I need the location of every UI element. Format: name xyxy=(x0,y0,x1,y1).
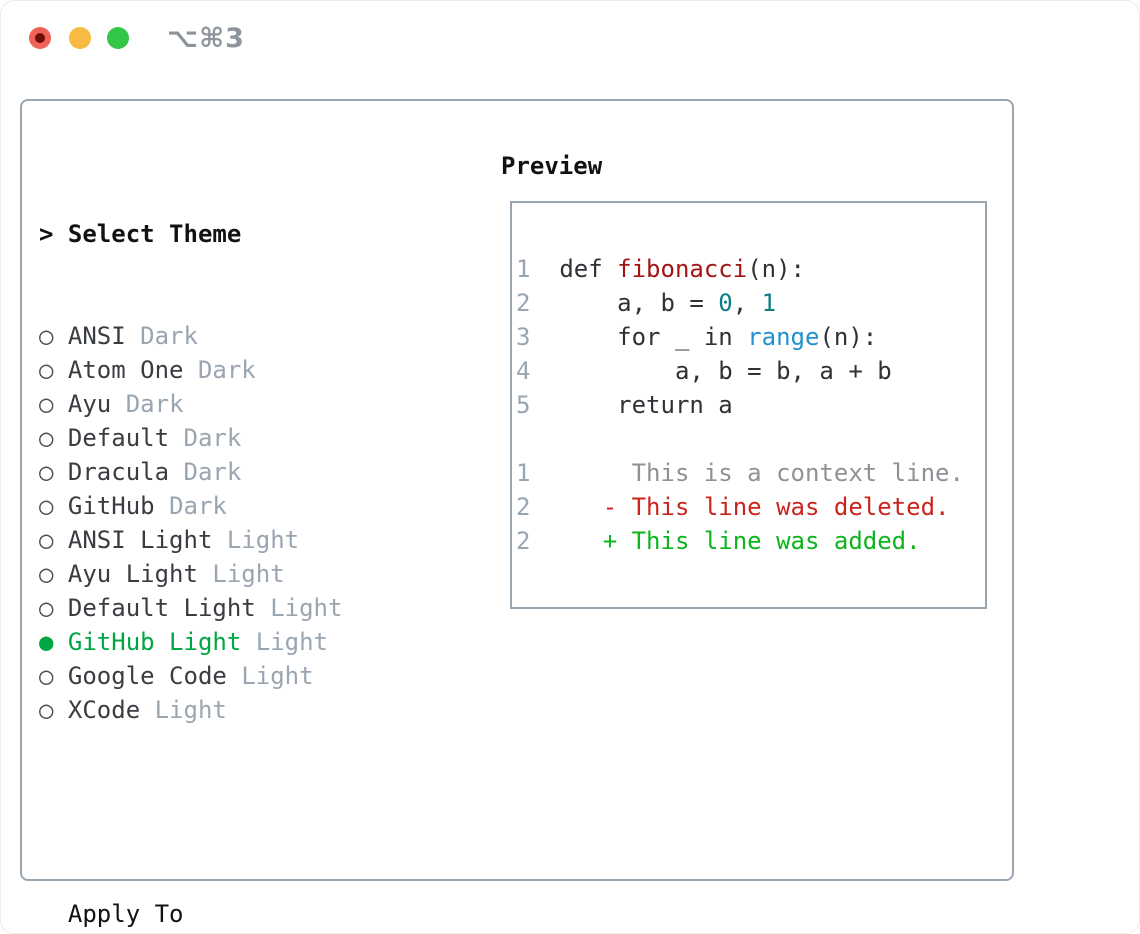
theme-option-google-code[interactable]: ○ Google Code Light xyxy=(39,659,444,693)
close-button[interactable] xyxy=(29,27,51,49)
option-label: GitHub Light xyxy=(67,628,242,656)
option-label: Default xyxy=(67,424,170,452)
window-shortcut-label: ⌥⌘3 xyxy=(167,23,245,54)
line-number: 2 xyxy=(516,493,531,521)
code-token-code: def xyxy=(559,255,618,283)
option-variant-label: Light xyxy=(270,594,343,622)
radio-icon: ○ xyxy=(39,356,54,384)
theme-option-ansi-light[interactable]: ○ ANSI Light Light xyxy=(39,523,444,557)
line-number: 4 xyxy=(516,357,531,385)
theme-option-ayu-light[interactable]: ○ Ayu Light Light xyxy=(39,557,444,591)
code-token-context: This is a context line. xyxy=(559,459,964,487)
option-label: Default Light xyxy=(67,594,256,622)
option-label: GitHub xyxy=(67,492,155,520)
radio-icon: ○ xyxy=(39,424,54,452)
option-variant-label: Light xyxy=(212,560,285,588)
code-token-deleted: - This line was deleted. xyxy=(559,493,950,521)
code-line: 5 return a xyxy=(516,388,985,422)
option-label: Ayu xyxy=(67,390,112,418)
line-number: 2 xyxy=(516,289,531,317)
option-variant-label: Dark xyxy=(183,458,242,486)
code-line: 3 for _ in range(n): xyxy=(516,320,985,354)
cursor-marker-icon: > xyxy=(39,220,54,248)
line-number: 3 xyxy=(516,323,531,351)
option-label: Ayu Light xyxy=(67,560,198,588)
close-button-dot-icon xyxy=(35,33,45,43)
option-variant-label: Dark xyxy=(140,322,198,350)
option-variant-label: Light xyxy=(255,628,328,656)
line-number: 1 xyxy=(516,255,531,283)
code-line: 2 a, b = 0, 1 xyxy=(516,286,985,320)
theme-option-github[interactable]: ○ GitHub Dark xyxy=(39,489,444,523)
apply-to-header: Apply To xyxy=(67,900,184,928)
option-label: XCode xyxy=(67,696,141,724)
line-number: 2 xyxy=(516,527,531,555)
code-token-builtin: range xyxy=(747,323,820,351)
titlebar: ⌥⌘3 xyxy=(1,1,1139,75)
option-label: Dracula xyxy=(67,458,170,486)
zoom-button[interactable] xyxy=(107,27,129,49)
radio-icon: ○ xyxy=(39,696,54,724)
theme-list-title: Select Theme xyxy=(67,220,242,248)
code-token-code: , xyxy=(732,289,762,317)
theme-option-atom-one[interactable]: ○ Atom One Dark xyxy=(39,353,444,387)
code-token-added: + This line was added. xyxy=(559,527,921,555)
theme-option-xcode[interactable]: ○ XCode Light xyxy=(39,693,444,727)
radio-icon: ○ xyxy=(39,492,54,520)
code-line: 2 - This line was deleted. xyxy=(516,490,985,524)
code-token-code: (n): xyxy=(819,323,878,351)
minimize-button[interactable] xyxy=(69,27,91,49)
theme-list-header: > Select Theme xyxy=(39,217,444,251)
code-line: 1 This is a context line. xyxy=(516,456,985,490)
theme-option-default[interactable]: ○ Default Dark xyxy=(39,421,444,455)
option-label: ANSI Light xyxy=(67,526,213,554)
theme-option-github-light[interactable]: ● GitHub Light Light xyxy=(39,625,444,659)
theme-option-default-light[interactable]: ○ Default Light Light xyxy=(39,591,444,625)
code-line xyxy=(516,422,985,456)
code-token-code: a, b = xyxy=(559,289,719,317)
option-variant-label: Light xyxy=(241,662,314,690)
radio-icon: ○ xyxy=(39,322,54,350)
spacer xyxy=(39,795,444,829)
radio-icon: ○ xyxy=(39,390,54,418)
line-number: 5 xyxy=(516,391,531,419)
option-variant-label: Dark xyxy=(197,356,256,384)
option-label: Atom One xyxy=(67,356,184,384)
code-token-code: for _ in xyxy=(559,323,748,351)
code-token-number: 0 xyxy=(718,289,733,317)
radio-icon: ○ xyxy=(39,594,54,622)
radio-icon: ○ xyxy=(39,662,54,690)
line-number: 1 xyxy=(516,459,531,487)
code-token-number: 1 xyxy=(761,289,777,317)
radio-icon: ○ xyxy=(39,458,54,486)
option-variant-label: Dark xyxy=(125,390,184,418)
code-token-code: return a xyxy=(559,391,733,419)
code-line: 2 + This line was added. xyxy=(516,524,985,558)
preview-title: Preview xyxy=(501,152,603,180)
radio-icon: ○ xyxy=(39,526,54,554)
option-variant-label: Light xyxy=(154,696,227,724)
theme-list: > Select Theme ○ ANSI Dark○ Atom One Dar… xyxy=(39,149,444,933)
code-token-code: a, b = b, a + b xyxy=(559,357,892,385)
selected-radio-icon: ● xyxy=(39,628,54,656)
option-variant-label: Dark xyxy=(183,424,242,452)
theme-option-ayu[interactable]: ○ Ayu Dark xyxy=(39,387,444,421)
code-token-function: fibonacci xyxy=(617,255,748,283)
theme-option-ansi[interactable]: ○ ANSI Dark xyxy=(39,319,444,353)
code-line: 1 def fibonacci(n): xyxy=(516,252,985,286)
option-label: Google Code xyxy=(67,662,227,690)
theme-options: ○ ANSI Dark○ Atom One Dark○ Ayu Dark○ De… xyxy=(39,319,444,727)
option-variant-label: Light xyxy=(226,526,300,554)
option-label: ANSI xyxy=(67,322,126,350)
radio-icon: ○ xyxy=(39,560,54,588)
code-line: 4 a, b = b, a + b xyxy=(516,354,985,388)
theme-option-dracula[interactable]: ○ Dracula Dark xyxy=(39,455,444,489)
code-token-code: (n): xyxy=(747,255,805,283)
option-variant-label: Dark xyxy=(169,492,227,520)
